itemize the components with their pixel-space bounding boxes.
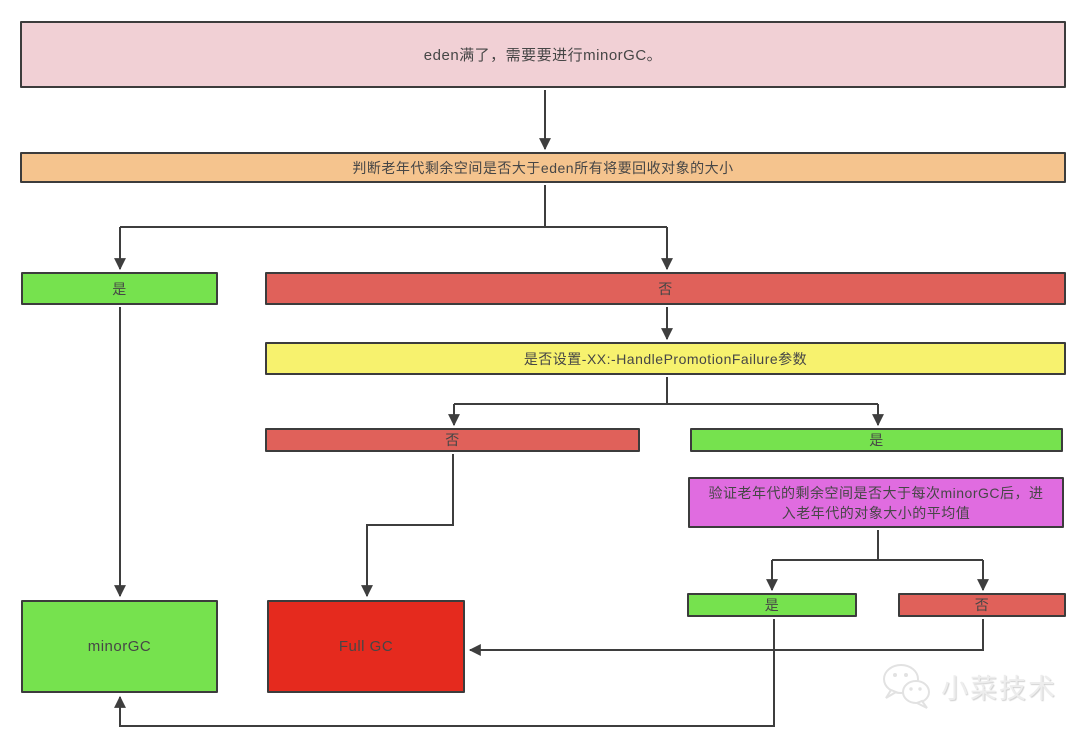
node-eden-full: eden满了，需要要进行minorGC。 bbox=[20, 21, 1066, 88]
node-verify-average-label: 验证老年代的剩余空间是否大于每次minorGC后，进入老年代的对象大小的平均值 bbox=[708, 484, 1044, 521]
watermark: 小菜技术 bbox=[879, 661, 1057, 711]
node-flag-yes-label: 是 bbox=[869, 432, 884, 448]
node-branch-yes: 是 bbox=[21, 272, 218, 305]
node-branch-yes-label: 是 bbox=[112, 280, 127, 297]
watermark-text: 小菜技术 bbox=[941, 673, 1057, 704]
wechat-icon bbox=[883, 664, 930, 709]
node-check-old-space-label: 判断老年代剩余空间是否大于eden所有将要回收对象的大小 bbox=[352, 159, 734, 176]
edge-verifyno-to-fullgc bbox=[468, 619, 984, 656]
node-flag-no: 否 bbox=[265, 428, 640, 452]
node-minor-gc-label: minorGC bbox=[87, 638, 152, 655]
node-flag-yes: 是 bbox=[690, 428, 1063, 452]
node-branch-no-label: 否 bbox=[658, 280, 673, 297]
node-flag-no-label: 否 bbox=[445, 432, 460, 448]
node-verify-yes-label: 是 bbox=[764, 597, 780, 613]
node-check-old-space: 判断老年代剩余空间是否大于eden所有将要回收对象的大小 bbox=[20, 152, 1066, 183]
node-minor-gc: minorGC bbox=[21, 600, 218, 693]
node-check-promotion-flag: 是否设置-XX:-HandlePromotionFailure参数 bbox=[265, 342, 1066, 375]
node-verify-no-label: 否 bbox=[974, 597, 990, 613]
node-full-gc: Full GC bbox=[267, 600, 465, 693]
edge-flagno-to-fullgc bbox=[361, 454, 454, 598]
node-verify-average: 验证老年代的剩余空间是否大于每次minorGC后，进入老年代的对象大小的平均值 bbox=[688, 477, 1064, 528]
node-check-promotion-flag-label: 是否设置-XX:-HandlePromotionFailure参数 bbox=[523, 350, 808, 367]
node-branch-no: 否 bbox=[265, 272, 1066, 305]
node-verify-yes: 是 bbox=[687, 593, 857, 617]
node-full-gc-label: Full GC bbox=[338, 638, 394, 655]
node-verify-no: 否 bbox=[898, 593, 1066, 617]
node-eden-full-label: eden满了，需要要进行minorGC。 bbox=[423, 47, 663, 64]
